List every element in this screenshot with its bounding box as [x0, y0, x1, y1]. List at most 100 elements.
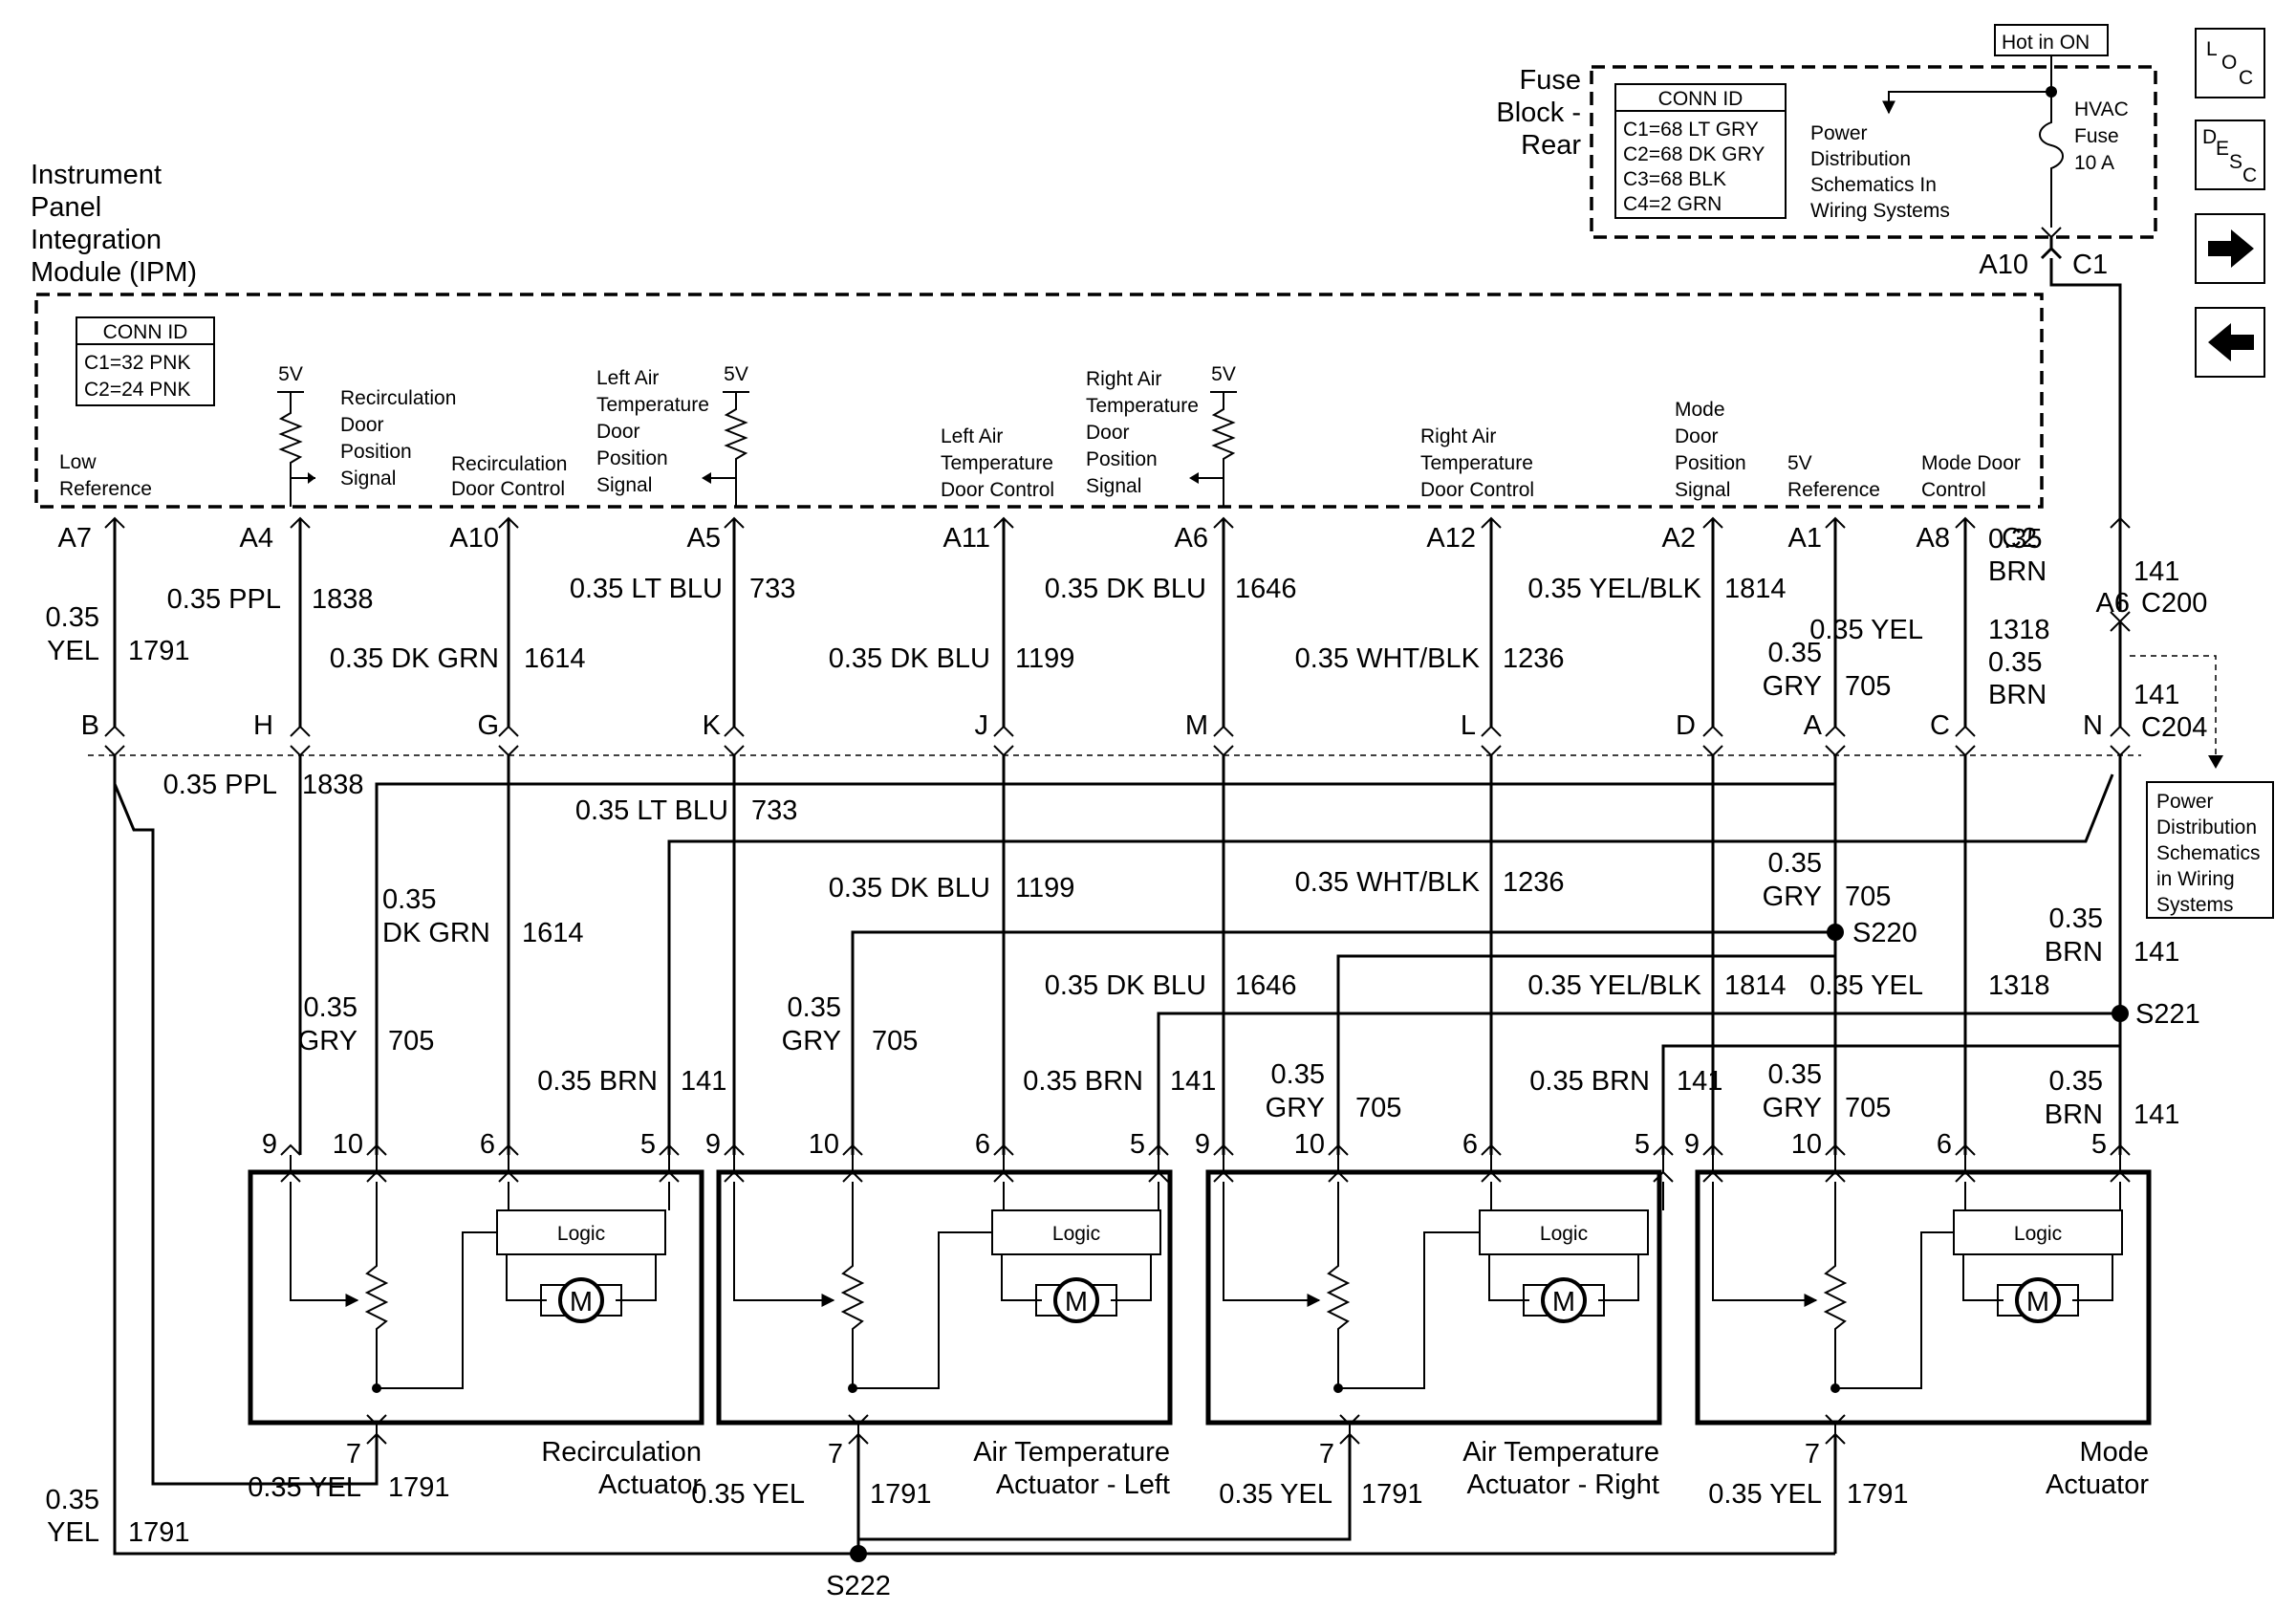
svg-text:Recirculation: Recirculation	[340, 387, 456, 409]
svg-text:YEL: YEL	[47, 1517, 99, 1548]
c200-label: C200	[2141, 588, 2207, 619]
svg-text:C: C	[1930, 710, 1950, 741]
ground-pin-number: 7	[1319, 1439, 1334, 1469]
actuator-name: Actuator - Right	[1467, 1469, 1659, 1500]
svg-text:D: D	[2202, 126, 2217, 148]
next-button[interactable]	[2195, 213, 2265, 284]
svg-text:Fuse: Fuse	[2074, 125, 2119, 147]
svg-text:5V: 5V	[278, 363, 303, 385]
svg-text:C4=2 GRN: C4=2 GRN	[1623, 193, 1722, 215]
motor-icon	[1541, 1277, 1587, 1323]
prev-button[interactable]	[2195, 307, 2265, 378]
c204-connector: C204 B H G K J M L D A C N	[81, 710, 2207, 757]
svg-text:Power: Power	[1810, 122, 1868, 144]
svg-text:C204: C204	[2141, 712, 2207, 743]
svg-text:Block -: Block -	[1496, 98, 1581, 128]
svg-text:1814: 1814	[1724, 970, 1787, 1001]
svg-text:BRN: BRN	[2045, 1099, 2103, 1130]
svg-text:A11: A11	[943, 523, 990, 554]
svg-text:0.35 YEL/BLK: 0.35 YEL/BLK	[1527, 574, 1701, 604]
svg-text:M: M	[1185, 710, 1208, 741]
svg-text:C3=68 BLK: C3=68 BLK	[1623, 168, 1726, 190]
svg-text:1318: 1318	[1988, 970, 2050, 1001]
motor-label: M	[2026, 1287, 2049, 1317]
svg-text:Reference: Reference	[1787, 479, 1880, 501]
svg-text:1236: 1236	[1503, 867, 1565, 898]
svg-text:Position: Position	[340, 441, 412, 463]
svg-text:1318: 1318	[1988, 615, 2050, 645]
svg-text:GRY: GRY	[782, 1026, 841, 1056]
actuator-pin	[366, 1143, 387, 1183]
motor-label: M	[1552, 1287, 1575, 1317]
svg-text:C1=68 LT GRY: C1=68 LT GRY	[1623, 119, 1759, 141]
svg-text:0.35: 0.35	[382, 884, 436, 915]
actuator-pin-number: 10	[1294, 1129, 1325, 1160]
loc-button[interactable]: L O C	[2195, 28, 2265, 98]
svg-text:BRN: BRN	[2045, 937, 2103, 968]
svg-text:1646: 1646	[1235, 574, 1297, 604]
svg-text:0.35: 0.35	[2049, 1066, 2103, 1097]
svg-text:Signal: Signal	[596, 474, 652, 496]
svg-text:Instrument: Instrument	[31, 160, 162, 190]
actuator-name: Air Temperature	[1462, 1437, 1659, 1468]
lower-wires: S220 S221 S222 0.35 PPL 1838 0.35 LT BLU…	[113, 755, 2200, 1601]
svg-text:0.35 DK BLU: 0.35 DK BLU	[1045, 970, 1206, 1001]
svg-text:A7: A7	[58, 523, 92, 554]
svg-text:L: L	[1461, 710, 1476, 741]
svg-text:Schematics: Schematics	[2156, 842, 2261, 864]
splice-s220: S220	[1852, 918, 1917, 948]
svg-text:E: E	[2216, 138, 2229, 160]
potentiometer	[1326, 1182, 1351, 1389]
svg-text:5V: 5V	[1787, 452, 1812, 474]
actuator-pin	[1481, 1143, 1502, 1183]
potentiometer	[840, 1182, 865, 1389]
pullup-left-temp: 5V	[702, 363, 749, 507]
svg-text:Schematics In: Schematics In	[1810, 174, 1937, 196]
svg-text:Door Control: Door Control	[941, 479, 1054, 501]
svg-text:BRN: BRN	[1988, 680, 2047, 710]
svg-text:0.35: 0.35	[46, 602, 99, 633]
svg-text:733: 733	[749, 574, 795, 604]
svg-text:GRY: GRY	[1266, 1093, 1325, 1123]
svg-text:Control: Control	[1921, 479, 1986, 501]
svg-text:Integration: Integration	[31, 225, 162, 255]
svg-text:0.35 YEL: 0.35 YEL	[691, 1479, 805, 1510]
svg-text:0.35: 0.35	[1988, 647, 2042, 678]
actuator-pin-number: 10	[333, 1129, 363, 1160]
motor-label: M	[570, 1287, 593, 1317]
motor-label: M	[1065, 1287, 1088, 1317]
svg-text:0.35 YEL: 0.35 YEL	[1809, 970, 1923, 1001]
svg-text:Signal: Signal	[1675, 479, 1730, 501]
svg-text:0.35 LT BLU: 0.35 LT BLU	[575, 795, 728, 826]
svg-text:141: 141	[2134, 680, 2179, 710]
svg-text:1791: 1791	[388, 1472, 450, 1503]
logic-label: Logic	[557, 1223, 605, 1245]
svg-text:A: A	[1804, 710, 1823, 741]
actuator-pin	[1213, 1143, 1234, 1183]
svg-text:C2=68 DK GRY: C2=68 DK GRY	[1623, 143, 1765, 165]
ground-pin-number: 7	[1805, 1439, 1820, 1469]
svg-text:Rear: Rear	[1521, 130, 1581, 161]
motor-icon	[1053, 1277, 1099, 1323]
upper-wires: A6 C200 0.35 YEL 1791 0.35 PPL 1838 0.35…	[46, 518, 2223, 769]
svg-text:0.35: 0.35	[2049, 903, 2103, 934]
svg-text:733: 733	[751, 795, 797, 826]
svg-text:Door Control: Door Control	[451, 478, 565, 500]
ground-pin-number: 7	[346, 1439, 361, 1469]
svg-text:141: 141	[1677, 1066, 1722, 1097]
svg-text:BRN: BRN	[1988, 556, 2047, 587]
motor-icon	[2015, 1277, 2061, 1323]
fuse-block-rear: Hot in ON Fuse Block - Rear CONN ID C1=6…	[1496, 24, 2157, 612]
ipm-module: Instrument Panel Integration Module (IPM…	[31, 160, 2044, 554]
svg-text:0.35 YEL/BLK: 0.35 YEL/BLK	[1527, 970, 1701, 1001]
actuator-pin-number: 6	[480, 1129, 495, 1160]
actuator-pin-number: 6	[1937, 1129, 1952, 1160]
svg-text:1838: 1838	[312, 584, 374, 615]
svg-text:5V: 5V	[724, 363, 748, 385]
ipm-terminals	[104, 516, 2131, 529]
actuator-name: Air Temperature	[973, 1437, 1170, 1468]
desc-button[interactable]: D E S C	[2195, 120, 2265, 190]
arrow-left-icon	[2208, 323, 2254, 361]
